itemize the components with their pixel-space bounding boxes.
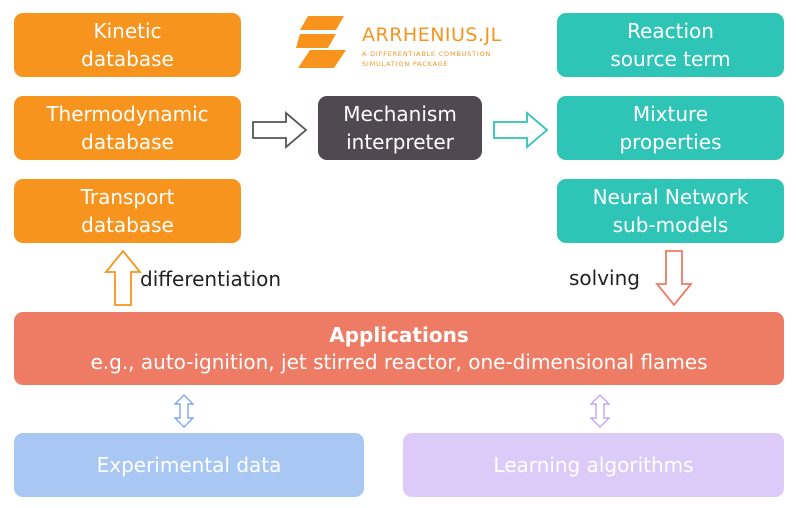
learning-algorithms-box: Learning algorithms bbox=[403, 433, 784, 497]
neural-line-1: Neural Network bbox=[592, 185, 749, 209]
neural-network-box: Neural Network sub-models bbox=[557, 179, 784, 243]
solving-label: solving bbox=[569, 266, 640, 290]
reaction-line-1: Reaction bbox=[627, 19, 714, 43]
up-arrow-icon bbox=[104, 249, 142, 306]
thermo-line-2: database bbox=[81, 130, 174, 154]
interpreter-line-2: interpreter bbox=[346, 130, 454, 154]
reaction-line-2: source term bbox=[610, 47, 731, 71]
double-arrow-icon bbox=[173, 394, 195, 428]
arrhenius-logo: ARRHENIUS.JL A DIFFERENTIABLE COMBUSTION… bbox=[290, 14, 510, 74]
mixture-properties-box: Mixture properties bbox=[557, 96, 784, 160]
experimental-data-box: Experimental data bbox=[14, 433, 364, 497]
applications-title: Applications bbox=[329, 322, 469, 347]
kinetic-database-box: Kinetic database bbox=[14, 13, 241, 77]
learning-label: Learning algorithms bbox=[493, 453, 694, 477]
transport-line-2: database bbox=[81, 213, 174, 237]
logo-tagline-1: A DIFFERENTIABLE COMBUSTION bbox=[362, 50, 492, 58]
mixture-line-1: Mixture bbox=[632, 102, 709, 126]
logo-tagline-2: SIMULATION PACKAGE bbox=[362, 60, 449, 68]
mechanism-interpreter-box: Mechanism interpreter bbox=[318, 96, 482, 160]
neural-line-2: sub-models bbox=[612, 213, 729, 237]
right-arrow-icon bbox=[493, 111, 549, 149]
applications-examples: e.g., auto-ignition, jet stirred reactor… bbox=[90, 349, 708, 374]
transport-line-1: Transport bbox=[80, 185, 175, 209]
transport-database-box: Transport database bbox=[14, 179, 241, 243]
kinetic-line-2: database bbox=[81, 47, 174, 71]
experimental-label: Experimental data bbox=[96, 453, 282, 477]
down-arrow-icon bbox=[655, 250, 693, 307]
reaction-source-term-box: Reaction source term bbox=[557, 13, 784, 77]
arrhenius-logo-mark-icon bbox=[296, 16, 346, 68]
thermodynamic-database-box: Thermodynamic database bbox=[14, 96, 241, 160]
mixture-line-2: properties bbox=[619, 130, 722, 154]
logo-title: ARRHENIUS.JL bbox=[362, 24, 502, 46]
thermo-line-1: Thermodynamic bbox=[46, 102, 209, 126]
interpreter-line-1: Mechanism bbox=[343, 102, 457, 126]
right-arrow-icon bbox=[252, 111, 308, 149]
applications-box: Applications e.g., auto-ignition, jet st… bbox=[14, 312, 784, 385]
double-arrow-icon bbox=[589, 394, 611, 428]
differentiation-label: differentiation bbox=[140, 267, 282, 291]
kinetic-line-1: Kinetic bbox=[93, 19, 162, 43]
